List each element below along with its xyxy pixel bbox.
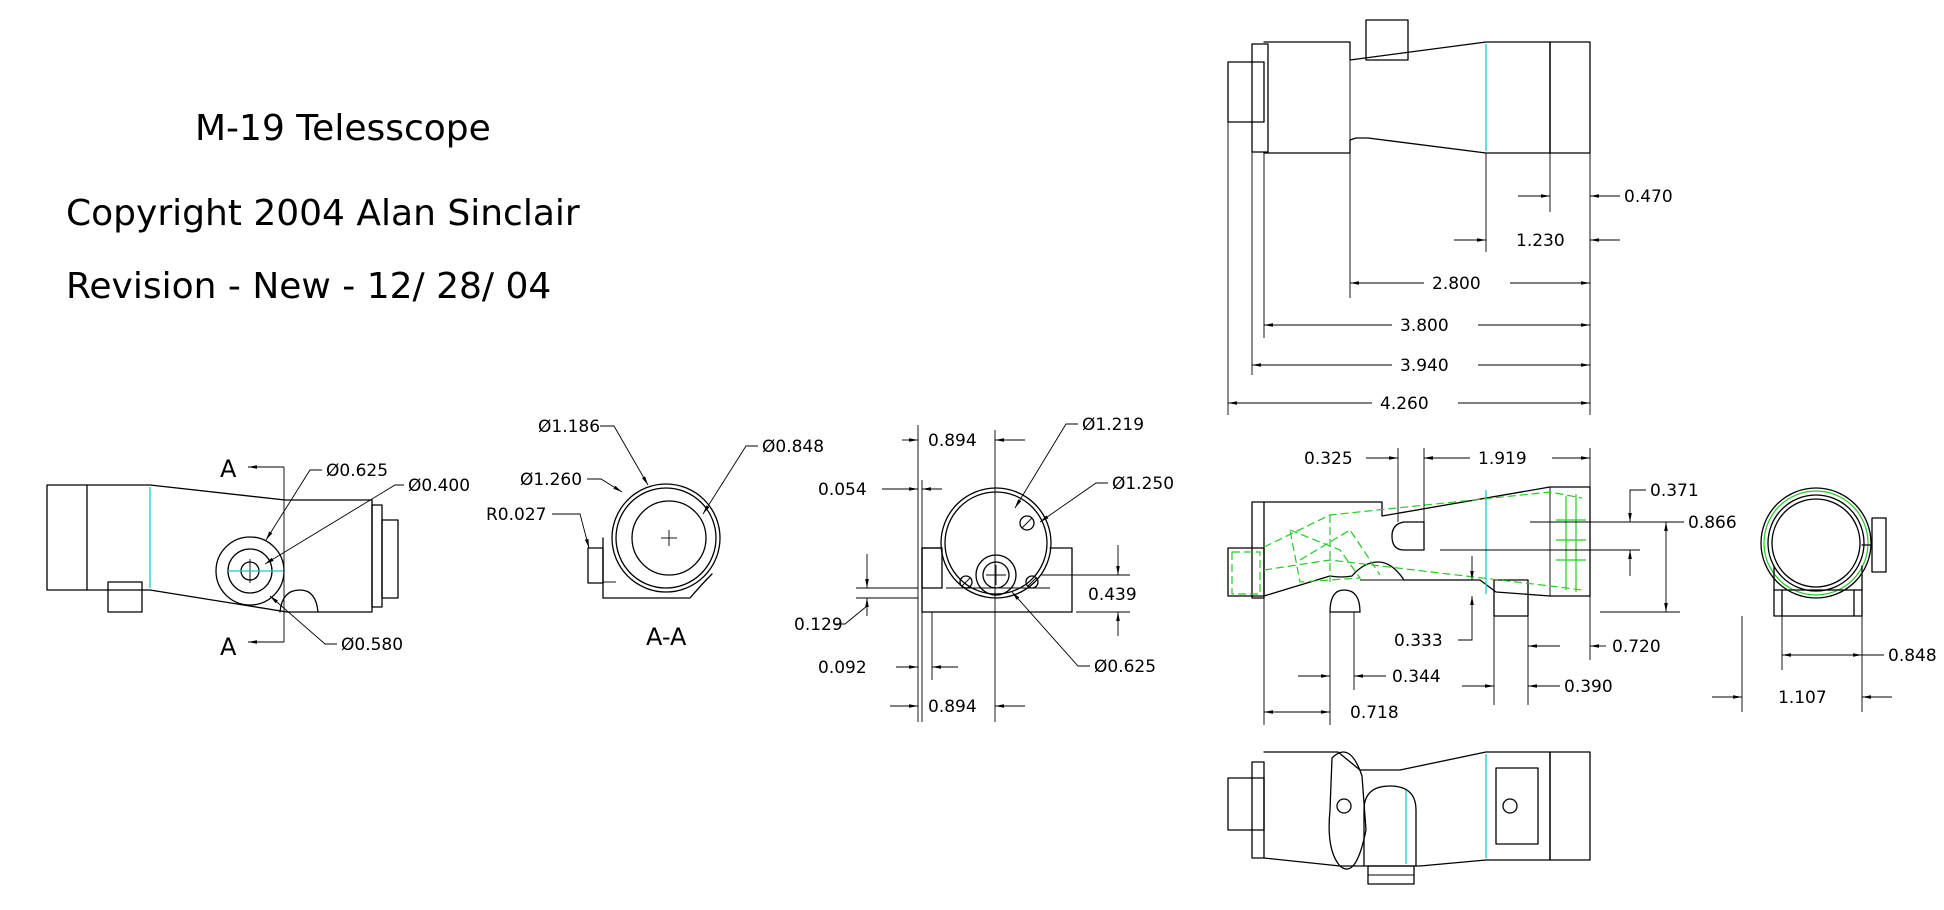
drawing-title: M-19 Telesscope [195,108,491,149]
dim-mid-0866: 0.866 [1688,513,1737,533]
dim-top-3800: 3.800 [1400,316,1449,336]
dim-side-d0580: Ø0.580 [341,635,403,655]
dim-top-0470: 0.470 [1624,187,1673,207]
top-view: 0.470 1.230 2.800 3.800 3.940 4.260 [1227,19,1673,415]
dim-rt-1107: 1.107 [1778,688,1827,708]
end-view: 0.894 0.054 0.129 0.439 0.092 0.894 Ø1.2… [794,415,1174,722]
dim-top-3940: 3.940 [1400,356,1449,376]
dim-end-0092: 0.092 [818,658,867,678]
dim-mid-0718: 0.718 [1350,703,1399,723]
dim-end-d1250: Ø1.250 [1112,474,1174,494]
dim-mid-0390: 0.390 [1564,677,1613,697]
dim-top-4260: 4.260 [1380,394,1429,414]
revision-line: Revision - New - 12/ 28/ 04 [66,266,551,307]
dim-sec-r0027: R0.027 [486,505,546,525]
dim-top-1230: 1.230 [1516,231,1565,251]
dim-end-0894-bot: 0.894 [928,697,977,717]
middle-view: 0.325 1.919 0.371 0.866 0.333 0.720 0.34… [1227,448,1737,725]
section-view-label: A-A [646,623,687,651]
dim-rt-0848: 0.848 [1888,646,1937,666]
right-end-view: 0.848 1.107 [1712,487,1937,712]
dim-sec-d0848: Ø0.848 [762,437,824,457]
section-mark-bottom: A [220,633,237,661]
dim-end-0894-top: 0.894 [928,431,977,451]
side-view: A A Ø0.625 Ø0.400 Ø0.580 [46,455,470,661]
title-block: M-19 Telesscope Copyright 2004 Alan Sinc… [66,108,580,307]
dim-side-d0400: Ø0.400 [408,476,470,496]
dim-mid-0325: 0.325 [1304,449,1353,469]
dim-mid-0371: 0.371 [1650,481,1699,501]
section-a-a: A-A Ø1.186 Ø1.260 R0.027 Ø0.848 [486,417,824,651]
dim-end-0054: 0.054 [818,480,867,500]
dim-mid-0720: 0.720 [1612,637,1661,657]
dim-end-0439: 0.439 [1088,585,1137,605]
dim-end-d0625: Ø0.625 [1094,657,1156,677]
dim-mid-1919: 1.919 [1478,449,1527,469]
dim-mid-0344: 0.344 [1392,667,1441,687]
dim-end-0129: 0.129 [794,615,843,635]
dim-sec-d1186: Ø1.186 [538,417,600,437]
dim-top-2800: 2.800 [1432,274,1481,294]
dim-sec-d1260: Ø1.260 [520,470,582,490]
copyright-line: Copyright 2004 Alan Sinclair [66,193,580,234]
dim-end-d1219: Ø1.219 [1082,415,1144,435]
dim-side-d0625: Ø0.625 [326,461,388,481]
dim-mid-0333: 0.333 [1394,631,1443,651]
section-mark-top: A [220,455,237,483]
bottom-view [1227,751,1591,885]
